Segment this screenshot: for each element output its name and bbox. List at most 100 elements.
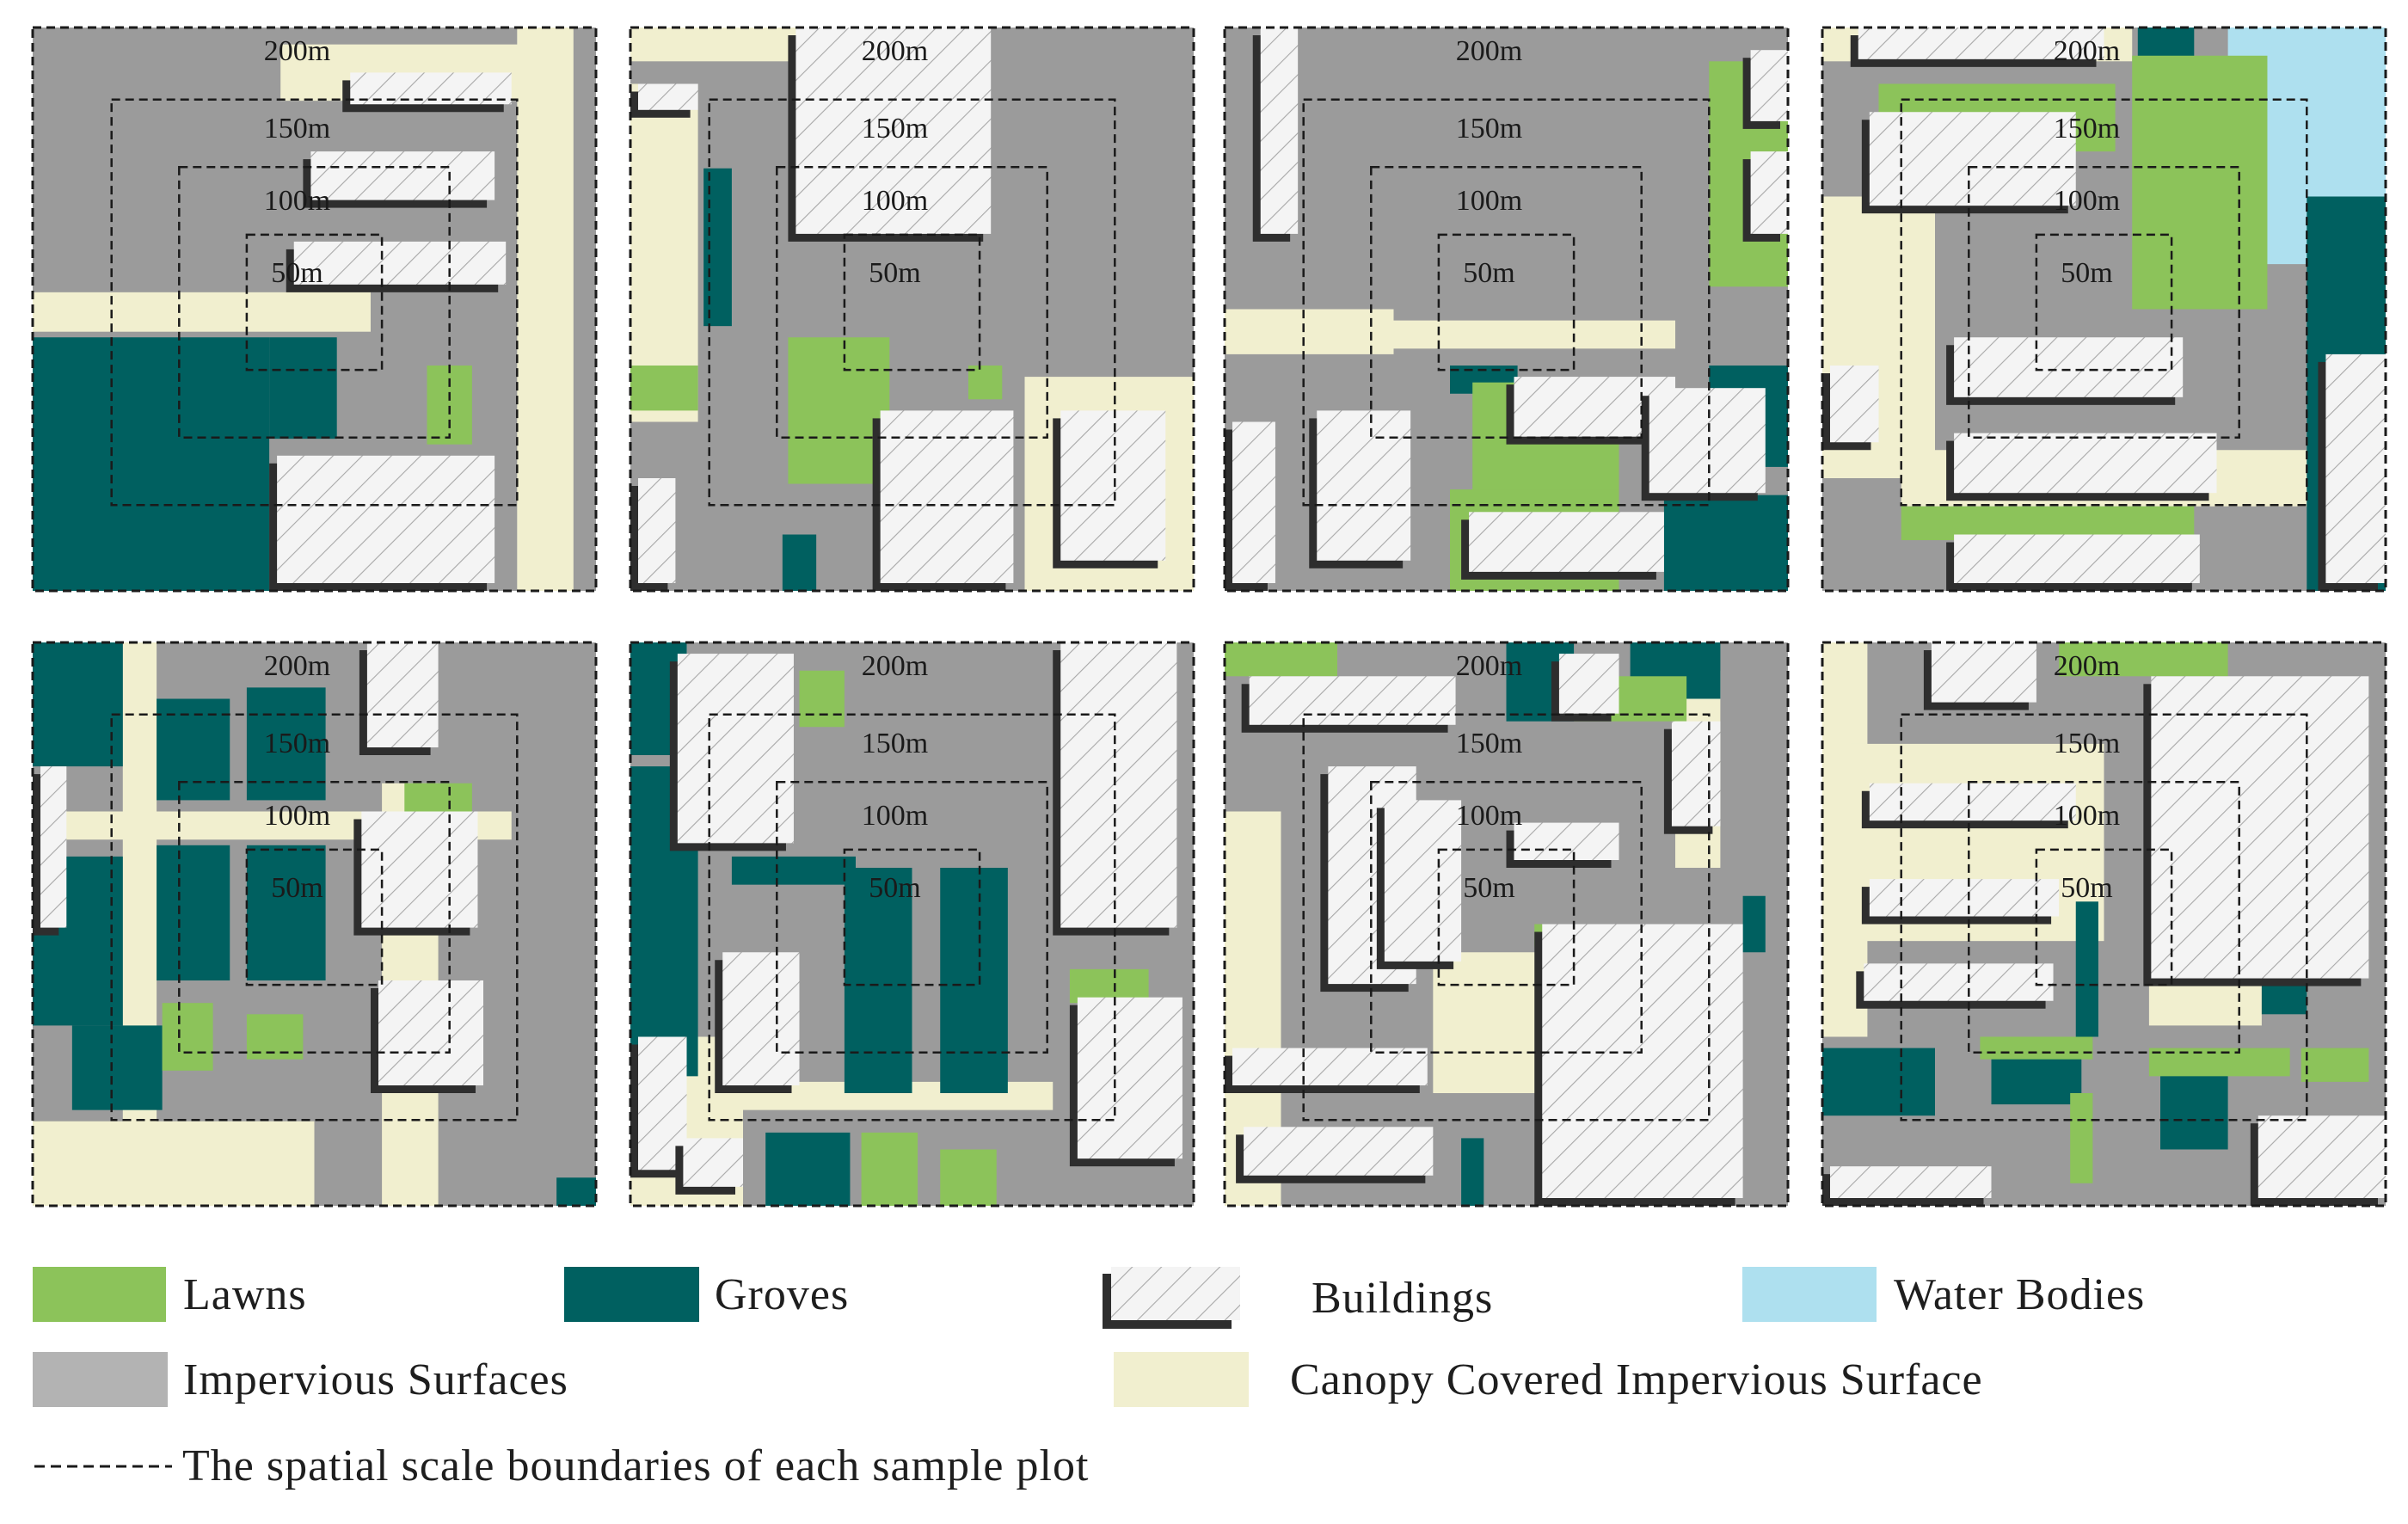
- scale-label-100m: 100m: [1456, 800, 1522, 832]
- building: [2250, 1115, 2386, 1206]
- building: [1053, 410, 1166, 568]
- scale-boundary-50m: [1437, 233, 1576, 372]
- building: [788, 28, 992, 242]
- canopy-covered-area: [122, 642, 157, 1206]
- groves-swatch: [564, 1267, 699, 1322]
- building: [1506, 822, 1619, 868]
- building: [359, 642, 439, 755]
- building: [1856, 963, 2054, 1009]
- canopy-covered-area: [33, 1121, 315, 1206]
- grove-patch: [2075, 901, 2098, 1037]
- scale-boundary-150m: [708, 98, 1116, 507]
- building: [1742, 151, 1788, 242]
- scale-boundary-100m: [776, 166, 1048, 439]
- scale-label-200m: 200m: [2054, 650, 2120, 682]
- canopy-covered-area: [1225, 309, 1394, 354]
- scale-label-200m: 200m: [264, 35, 330, 67]
- building: [303, 151, 495, 208]
- lawn-patch: [2132, 55, 2268, 310]
- building: [1663, 721, 1721, 834]
- scale-boundary-150m: [1900, 98, 2308, 507]
- lawn-patch: [630, 366, 698, 411]
- building: [630, 478, 676, 591]
- legend-label-boundary: The spatial scale boundaries of each sam…: [182, 1441, 1090, 1490]
- plot-boundary: [1223, 641, 1790, 1208]
- scale-label-200m: 200m: [1456, 650, 1522, 682]
- impervious-surfaces-swatch: [33, 1352, 168, 1407]
- scale-label-50m: 50m: [271, 872, 322, 904]
- grove-patch: [157, 845, 230, 980]
- building: [1053, 642, 1177, 936]
- building: [1309, 410, 1411, 568]
- canopy-covered-swatch: [1114, 1352, 1249, 1407]
- scale-label-200m: 200m: [2054, 35, 2120, 67]
- legend-groves: Groves: [564, 1267, 849, 1322]
- grove-patch: [246, 845, 326, 980]
- building: [1641, 388, 1766, 501]
- building: [1241, 676, 1456, 733]
- scale-label-150m: 150m: [862, 728, 928, 759]
- scale-label-100m: 100m: [264, 800, 330, 832]
- canopy-covered-area: [630, 28, 800, 62]
- scale-label-100m: 100m: [1456, 185, 1522, 217]
- building: [669, 654, 794, 851]
- scale-label-150m: 150m: [1456, 113, 1522, 144]
- building: [353, 811, 478, 936]
- legend-label-lawns: Lawns: [183, 1269, 307, 1319]
- sample-plots-figure: 200m150m100m50m200m150m100m50m200m150m10…: [31, 26, 2387, 1208]
- grove-patch: [1461, 1138, 1484, 1206]
- legend-label-buildings: Buildings: [1312, 1273, 1494, 1323]
- building: [1069, 997, 1182, 1167]
- building: [630, 83, 698, 118]
- legend-label-canopy-covered: Canopy Covered Impervious Surface: [1290, 1355, 1983, 1404]
- canopy-covered-area: [33, 292, 371, 332]
- grove-patch: [157, 698, 230, 801]
- scale-label-100m: 100m: [264, 185, 330, 217]
- grove-patch: [731, 856, 856, 885]
- grove-patch: [844, 868, 912, 980]
- lawn-patch: [861, 1132, 918, 1206]
- legend-water-bodies: Water Bodies: [1742, 1267, 2145, 1322]
- building: [371, 980, 483, 1093]
- grove-patch: [844, 980, 912, 1093]
- building: [1850, 28, 2104, 67]
- building: [1946, 337, 2184, 405]
- scale-boundary-100m: [178, 781, 451, 1054]
- lawn-patch: [1980, 1036, 2093, 1060]
- scale-boundary-50m: [2035, 848, 2173, 986]
- building: [1861, 879, 2060, 925]
- plot-boundary: [629, 641, 1195, 1208]
- building: [1946, 433, 2217, 501]
- grove-patch: [703, 168, 732, 327]
- building: [1923, 642, 2036, 710]
- building: [715, 952, 800, 1093]
- scale-label-50m: 50m: [869, 257, 920, 289]
- grove-patch: [940, 868, 1008, 980]
- legend-label-groves: Groves: [715, 1269, 850, 1319]
- scale-label-200m: 200m: [862, 650, 928, 682]
- canopy-covered-area: [517, 28, 574, 591]
- plot-boundary: [31, 641, 598, 1208]
- scale-boundary-50m: [2035, 233, 2173, 372]
- water-bodies-swatch: [1742, 1267, 1877, 1322]
- building: [675, 1138, 743, 1195]
- building: [342, 72, 512, 113]
- boundary-line-swatch: [34, 1465, 172, 1467]
- plot-boundary: [1821, 26, 2387, 593]
- building: [1822, 1166, 1992, 1206]
- scale-label-100m: 100m: [2054, 185, 2120, 217]
- scale-label-200m: 200m: [862, 35, 928, 67]
- scale-boundary-100m: [1370, 781, 1643, 1054]
- grove-patch: [71, 1025, 163, 1110]
- scale-label-150m: 150m: [862, 113, 928, 144]
- lawn-patch: [799, 670, 845, 728]
- building: [1946, 534, 2200, 591]
- grove-patch: [2160, 1065, 2228, 1150]
- building: [1252, 28, 1299, 242]
- building: [1236, 1127, 1434, 1183]
